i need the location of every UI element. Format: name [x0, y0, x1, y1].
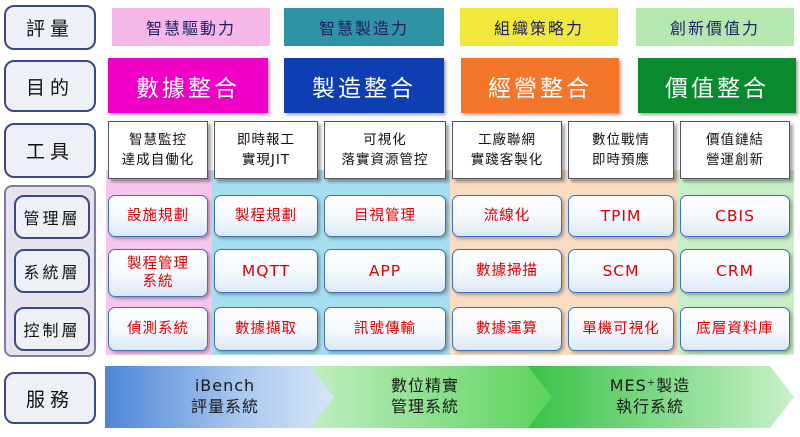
goal-operation-integration: 經營整合: [461, 58, 619, 113]
control-cell: 訊號傳輸: [324, 307, 446, 351]
row-label-management: 管理層: [14, 195, 90, 239]
control-cell: 數據擷取: [214, 307, 318, 351]
control-cell: 單機可視化: [568, 307, 674, 351]
control-cell: 偵測系統: [108, 307, 208, 351]
service-digital-lean: 數位精實管理系統: [390, 376, 459, 416]
management-cell: CBIS: [680, 195, 790, 237]
management-cell: TPIM: [568, 195, 674, 237]
tool-factory-networking: 工廠聯網實踐客製化: [452, 121, 562, 179]
row-label-goal: 目的: [4, 60, 96, 112]
system-cell: 數據掃描: [452, 249, 562, 293]
system-cell: APP: [324, 249, 446, 293]
tool-value-chain: 價值鏈結營運創新: [680, 121, 790, 179]
metric-innovation-value: 創新價值力: [636, 8, 794, 46]
goal-value-integration: 價值整合: [638, 58, 796, 113]
tool-visualization: 可視化落實資源管控: [324, 121, 446, 179]
system-cell: CRM: [680, 249, 790, 293]
goal-manufacturing-integration: 製造整合: [284, 58, 444, 113]
management-cell: 目視管理: [324, 195, 446, 237]
management-cell: 設施規劃: [108, 195, 208, 237]
tool-digital-war-room: 數位戰情即時預應: [568, 121, 674, 179]
tool-smart-monitoring: 智慧監控達成自働化: [108, 121, 208, 179]
system-cell: 製程管理系統: [108, 249, 208, 297]
metric-org-strategy: 組織策略力: [460, 8, 618, 46]
management-cell: 流線化: [452, 195, 562, 237]
metric-smart-drive: 智慧驅動力: [112, 8, 270, 46]
row-label-metric: 評量: [4, 5, 96, 50]
system-cell: SCM: [568, 249, 674, 293]
row-label-system: 系統層: [14, 249, 90, 293]
system-cell: MQTT: [214, 249, 318, 293]
control-cell: 底層資料庫: [680, 307, 790, 351]
control-cell: 數據運算: [452, 307, 562, 351]
management-cell: 製程規劃: [214, 195, 318, 237]
service-arrow-blue: [105, 366, 334, 428]
row-label-tools: 工具: [4, 123, 96, 178]
service-mes: MES⁺製造執行系統: [609, 376, 691, 416]
row-label-service: 服務: [4, 372, 96, 424]
service-arrow-green-1: [292, 366, 552, 428]
row-label-control: 控制層: [14, 307, 90, 351]
tool-real-time-reporting: 即時報工實現JIT: [214, 121, 318, 179]
service-arrow-green-2: [510, 366, 794, 428]
goal-data-integration: 數據整合: [108, 58, 268, 113]
metric-smart-manufacturing: 智慧製造力: [284, 8, 444, 46]
